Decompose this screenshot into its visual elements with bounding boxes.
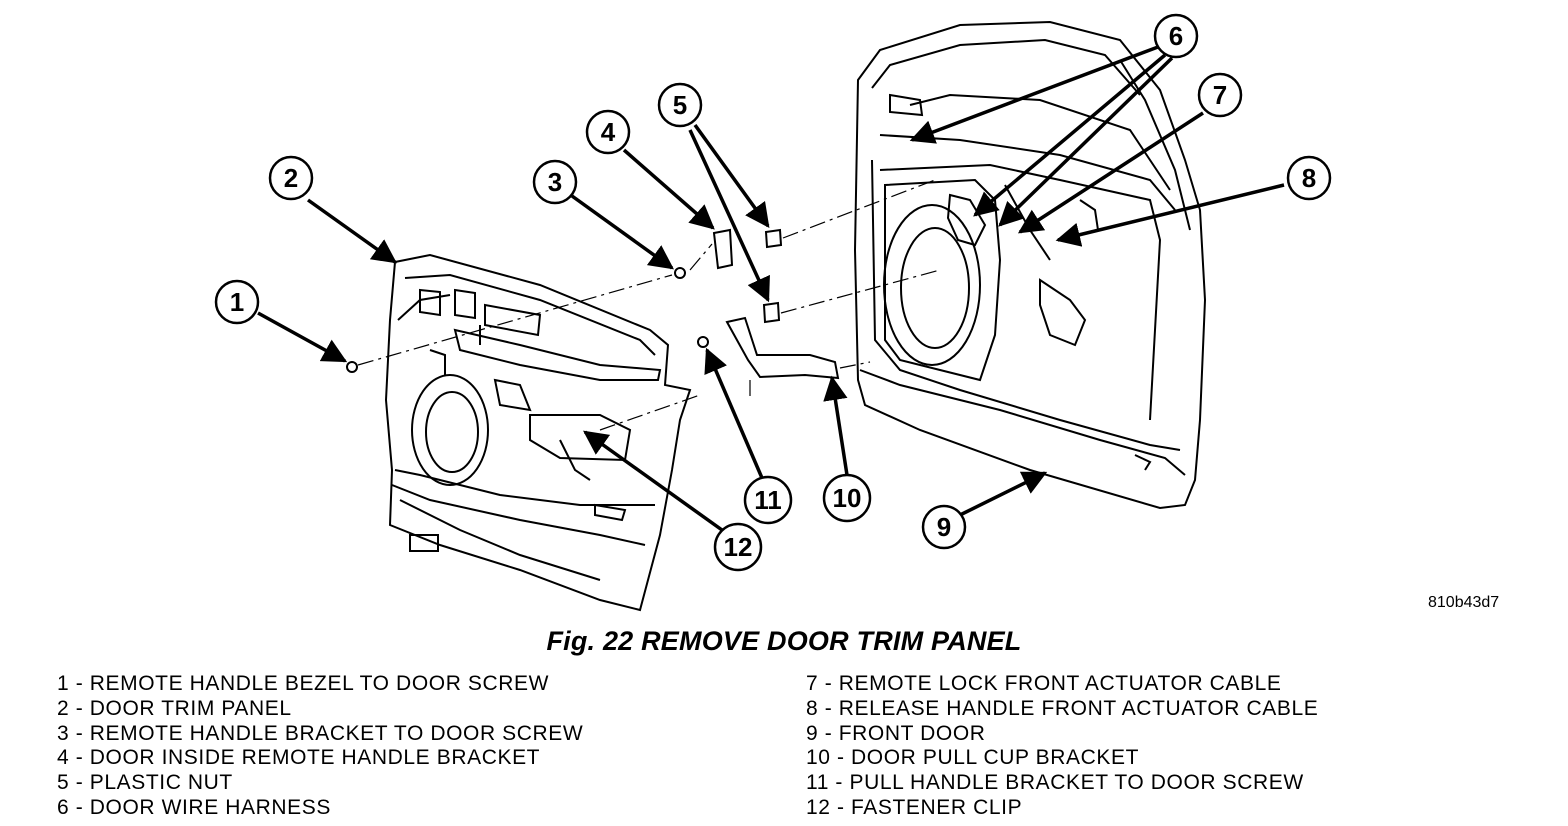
svg-text:5: 5	[673, 90, 687, 120]
legend-item: 9 - FRONT DOOR	[806, 721, 986, 745]
arrow-2	[306, 198, 397, 264]
screw-1	[346, 361, 358, 373]
legend-item: 6 - DOOR WIRE HARNESS	[57, 795, 331, 819]
arrow-1	[257, 311, 348, 363]
front-door-drawing	[853, 20, 1207, 510]
figure-title: Fig. 22 REMOVE DOOR TRIM PANEL	[546, 626, 1022, 656]
arrow-8	[1055, 183, 1285, 247]
legend-left-column: 1 - REMOTE HANDLE BEZEL TO DOOR SCREW 2 …	[57, 672, 583, 821]
arrow-6a	[909, 45, 1159, 144]
callout-7: 7	[1197, 72, 1243, 118]
legend-item: 3 - REMOTE HANDLE BRACKET TO DOOR SCREW	[57, 721, 584, 745]
arrow-3	[570, 194, 674, 270]
callout-3: 3	[532, 159, 578, 205]
exploded-view-diagram: 1 2 3 4 5 6 7 8 9 10 11 12	[214, 13, 1332, 612]
callout-11: 11	[743, 475, 793, 525]
arrow-6c	[998, 56, 1174, 227]
screw-3	[674, 267, 686, 279]
arrow-7	[1017, 111, 1204, 234]
svg-text:2: 2	[284, 163, 298, 193]
callout-8: 8	[1286, 155, 1332, 201]
figure-reference-code: 810b43d7	[1428, 594, 1500, 611]
legend-item: 8 - RELEASE HANDLE FRONT ACTUATOR CABLE	[806, 696, 1319, 720]
arrow-5b	[688, 129, 770, 303]
svg-text:8: 8	[1302, 163, 1316, 193]
hardware-parts	[346, 228, 840, 380]
arrow-12	[583, 430, 724, 532]
callout-1: 1	[214, 279, 260, 325]
svg-text:7: 7	[1213, 80, 1227, 110]
bracket-4	[712, 228, 734, 270]
svg-text:11: 11	[754, 485, 782, 515]
arrow-9	[959, 471, 1048, 517]
callout-6: 6	[1153, 13, 1199, 59]
legend-item: 11 - PULL HANDLE BRACKET TO DOOR SCREW	[806, 771, 1304, 795]
legend-item: 4 - DOOR INSIDE REMOTE HANDLE BRACKET	[57, 746, 541, 770]
callout-5: 5	[657, 82, 703, 128]
nut-5-upper	[764, 228, 783, 249]
svg-text:12: 12	[724, 532, 753, 562]
arrow-4	[622, 148, 715, 230]
svg-text:1: 1	[230, 287, 244, 317]
svg-text:6: 6	[1169, 21, 1183, 51]
arrow-5a	[693, 123, 770, 228]
legend-item: 12 - FASTENER CLIP	[806, 795, 1023, 819]
arrow-6b	[973, 53, 1167, 217]
legend-item: 7 - REMOTE LOCK FRONT ACTUATOR CABLE	[806, 672, 1282, 695]
svg-text:3: 3	[548, 167, 562, 197]
callout-10: 10	[822, 473, 872, 523]
bracket-10	[725, 316, 840, 380]
svg-text:4: 4	[601, 117, 616, 147]
legend-item: 1 - REMOTE HANDLE BEZEL TO DOOR SCREW	[57, 672, 550, 695]
screw-11	[697, 336, 709, 348]
callout-12: 12	[713, 522, 763, 572]
door-trim-panel-drawing	[384, 253, 692, 612]
leader-arrows	[257, 45, 1285, 532]
legend-item: 10 - DOOR PULL CUP BRACKET	[806, 746, 1140, 770]
svg-text:9: 9	[937, 512, 951, 542]
callout-4: 4	[585, 109, 631, 155]
legend-item: 5 - PLASTIC NUT	[57, 771, 233, 795]
callout-2: 2	[268, 155, 314, 201]
callout-9: 9	[921, 504, 967, 550]
arrow-10	[823, 375, 849, 476]
alignment-lines	[357, 179, 941, 431]
svg-text:10: 10	[833, 483, 862, 513]
nut-5-lower	[762, 301, 781, 324]
legend-right-column: 7 - REMOTE LOCK FRONT ACTUATOR CABLE 8 -…	[806, 672, 1318, 821]
legend-item: 2 - DOOR TRIM PANEL	[57, 696, 292, 720]
arrow-11	[704, 347, 764, 479]
